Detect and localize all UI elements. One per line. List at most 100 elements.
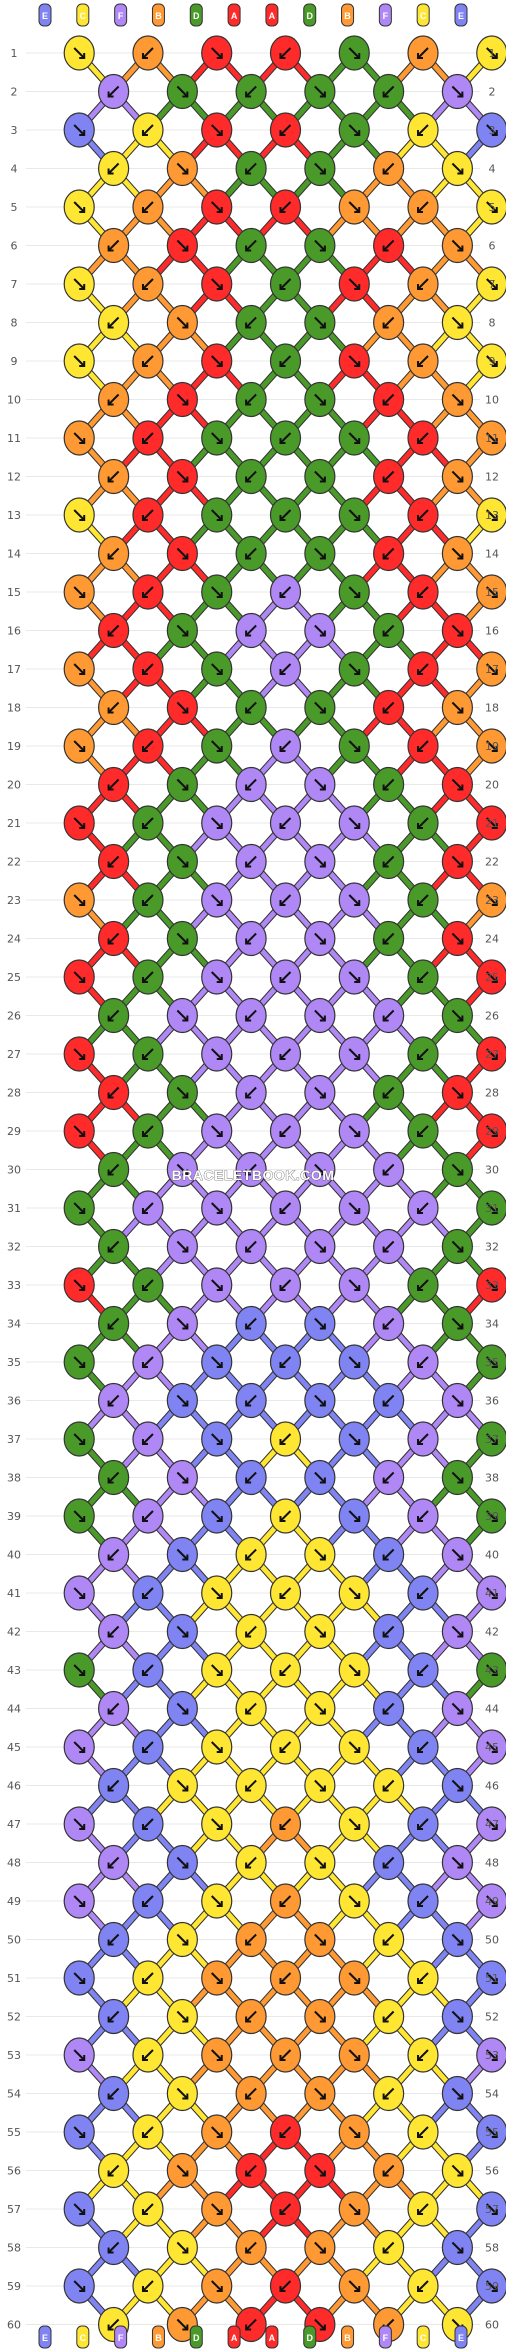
knot-arrow-icon <box>382 393 395 406</box>
knot-arrow-icon <box>107 1394 120 1407</box>
knot-arrow-icon <box>451 1009 464 1022</box>
knot-arrow-icon <box>417 1741 429 1753</box>
knot-arrow-icon <box>107 1240 120 1253</box>
row-number-left: 13 <box>7 509 21 522</box>
knot-arrow-icon <box>211 817 223 829</box>
row-number-left: 48 <box>7 1857 21 1870</box>
knot-arrow-head-icon <box>382 1092 389 1099</box>
knot-arrow-icon <box>176 85 189 98</box>
knot-arrow-head-icon <box>417 1439 424 1445</box>
knot-arrow-head-icon <box>107 2016 114 2023</box>
knot-arrow-head-icon <box>354 2055 361 2061</box>
knot-arrow-icon <box>314 1548 326 1561</box>
knot-arrow-icon <box>314 1471 326 1484</box>
knot-arrow-icon <box>279 509 292 521</box>
knot-arrow-icon <box>142 2126 154 2138</box>
knot-arrow-icon <box>142 1972 154 1984</box>
row-number-left: 7 <box>11 278 18 291</box>
knot-arrow-icon <box>348 509 360 521</box>
row-number-left: 53 <box>7 2049 21 2062</box>
knot-arrow-icon <box>382 2164 395 2177</box>
knot-arrow-head-icon <box>182 553 189 560</box>
knot-arrow-head-icon <box>279 1131 286 1137</box>
knot-arrow-head-icon <box>491 1362 498 1368</box>
knot-arrow-icon <box>73 201 85 213</box>
row-number-right: 26 <box>485 1010 499 1023</box>
knot-arrow-head-icon <box>491 53 498 59</box>
knot-arrow-head-icon <box>182 1631 189 1638</box>
knot-arrow-head-icon <box>79 746 86 752</box>
knot-arrow-head-icon <box>354 669 361 675</box>
row-number-left: 52 <box>7 2011 21 2024</box>
knot-arrow-icon <box>382 1240 395 1253</box>
knot-arrow-head-icon <box>457 1939 464 1946</box>
knot-arrow-head-icon <box>319 1323 326 1330</box>
row-number-left: 51 <box>7 1972 21 1985</box>
knot-arrow-head-icon <box>417 1747 424 1753</box>
knot-arrow-icon <box>73 1048 85 1060</box>
knot-arrow-icon <box>142 1125 154 1137</box>
row-number-right: 58 <box>485 2242 499 2255</box>
knot-arrow-icon <box>142 1048 154 1060</box>
knot-arrow-icon <box>382 1394 395 1407</box>
knot-arrow-head-icon <box>141 2132 148 2138</box>
knot-arrow-head-icon <box>79 977 86 983</box>
knot-arrow-icon <box>451 1702 464 1715</box>
knot-arrow-head-icon <box>245 1015 252 1022</box>
bottom-string-letter: A <box>231 2333 238 2343</box>
row-number-left: 22 <box>7 856 21 869</box>
row-number-right: 35 <box>485 1356 499 1369</box>
knot-arrow-icon <box>451 1163 464 1176</box>
row-number-right: 10 <box>485 394 499 407</box>
knot-arrow-head-icon <box>457 553 464 560</box>
knot-arrow-head-icon <box>141 361 148 367</box>
knot-arrow-icon <box>142 2049 154 2061</box>
top-string-tab <box>38 3 52 27</box>
knot-arrow-head-icon <box>417 592 424 598</box>
knot-arrow-icon <box>486 1895 498 1907</box>
knot-arrow-head-icon <box>141 284 148 290</box>
knot-arrow-icon <box>348 971 360 983</box>
row-number-left: 42 <box>7 1626 21 1639</box>
knot-arrow-head-icon <box>279 1208 286 1214</box>
row-number-left: 14 <box>7 548 21 561</box>
knot-arrow-head-icon <box>417 1593 424 1599</box>
knot-arrow-icon <box>142 1433 154 1445</box>
knot-arrow-icon <box>73 1202 85 1214</box>
knot-arrow-head-icon <box>279 746 286 752</box>
knot-arrow-head-icon <box>354 2132 361 2138</box>
knot-arrow-icon <box>107 1163 120 1176</box>
knot-arrow-head-icon <box>245 2247 252 2254</box>
knot-arrow-icon <box>486 1202 498 1214</box>
knot-arrow-icon <box>348 2049 360 2061</box>
knot-arrow-head-icon <box>382 1939 389 1946</box>
row-number-left: 24 <box>7 933 21 946</box>
knot-arrow-icon <box>107 701 120 714</box>
knot-arrow-icon <box>211 1202 223 1214</box>
knot-arrow-icon <box>382 2010 395 2023</box>
knot-arrow-head-icon <box>216 515 223 521</box>
knot-arrow-icon <box>451 624 464 637</box>
knot-arrow-head-icon <box>279 2286 286 2292</box>
knot-arrow-head-icon <box>245 861 252 868</box>
knot-arrow-icon <box>417 2126 429 2138</box>
row-number-right: 9 <box>489 355 496 368</box>
knot-arrow-head-icon <box>107 245 114 252</box>
knot-arrow-icon <box>176 470 189 483</box>
knot-arrow-icon <box>417 1587 429 1599</box>
knot-arrow-head-icon <box>279 53 286 59</box>
bottom-string-tab <box>114 2325 128 2349</box>
knot-arrow-head-icon <box>491 746 498 752</box>
knot-arrow-head-icon <box>279 1901 286 1907</box>
top-string-tab <box>151 3 165 27</box>
knot-arrow-head-icon <box>182 399 189 406</box>
knot-arrow-head-icon <box>382 784 389 791</box>
knot-arrow-icon <box>73 2126 85 2138</box>
knot-arrow-head-icon <box>417 1824 424 1830</box>
knot-arrow-head-icon <box>319 1400 326 1407</box>
knot-arrow-head-icon <box>182 2324 189 2331</box>
knot-arrow-head-icon <box>354 130 361 136</box>
knot-arrow-icon <box>73 586 85 598</box>
row-number-right: 1 <box>489 47 496 60</box>
knot-arrow-head-icon <box>319 1169 326 1176</box>
